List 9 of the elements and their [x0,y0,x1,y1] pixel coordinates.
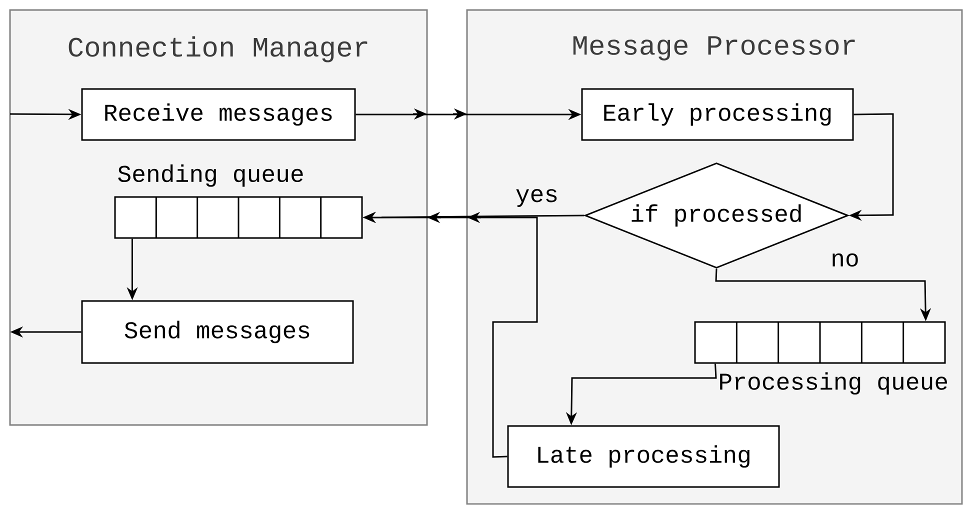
process-box: Early processing [581,88,854,141]
process-box: Send messages [81,300,354,364]
queue: Processing queue [694,321,947,395]
process-box: Late processing [507,425,780,488]
process-box: Receive messages [81,88,356,141]
queue: Sending queue [114,164,363,239]
edge-label: yes [514,188,560,208]
node-label: Processing queue [720,372,948,395]
node-label: Sending queue [118,164,303,187]
